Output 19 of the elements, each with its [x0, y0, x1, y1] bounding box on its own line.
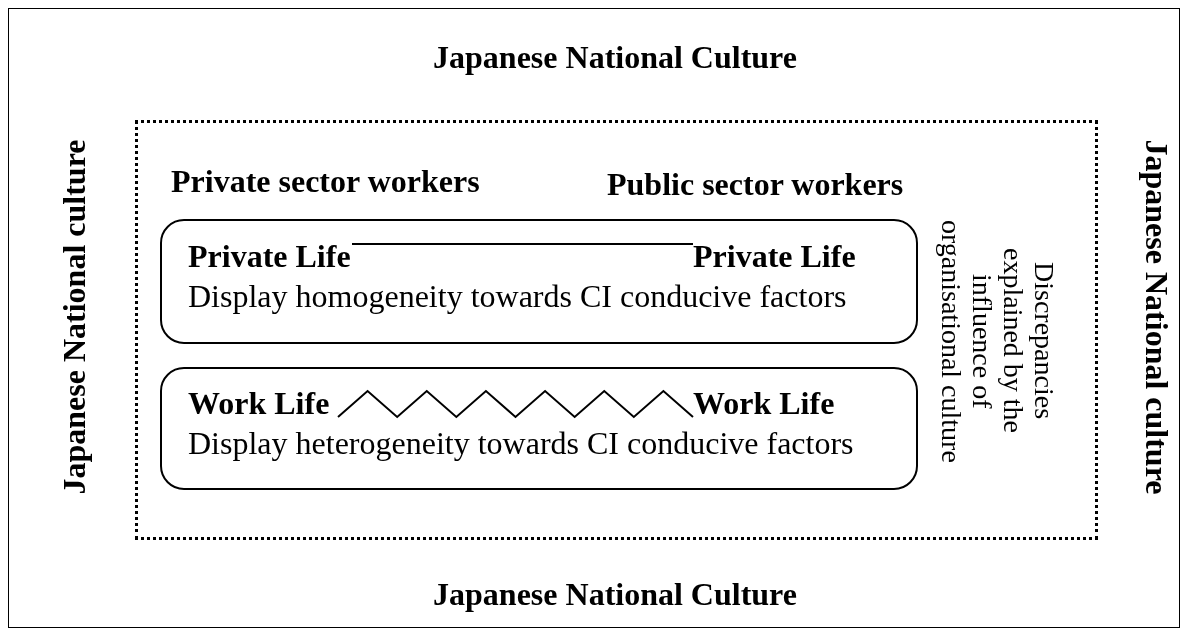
life-label: Private Life: [693, 237, 859, 275]
culture-label: Japanese National Culture: [433, 38, 797, 77]
zigzag-line: [337, 389, 694, 419]
dotted-frame: [135, 120, 1098, 540]
culture-label: Japanese National Culture: [433, 575, 797, 614]
rounded-box: [160, 219, 918, 344]
outer-frame: [8, 8, 1180, 628]
culture-label: Japanese National culture: [55, 139, 93, 495]
rounded-box: [160, 367, 918, 490]
life-label: Private Life: [188, 237, 352, 275]
culture-label: Japanese National culture: [1138, 139, 1176, 495]
note-text: Discrepancies explained by the influence of organisational culture: [936, 218, 1060, 465]
group-heading: Public sector workers: [607, 165, 904, 204]
connector-line: [351, 243, 694, 245]
life-label: Work Life: [693, 384, 843, 422]
life-label: Work Life: [188, 384, 338, 422]
description-text: Display homogeneity towards CI conducive factors: [188, 277, 847, 316]
group-heading: Private sector workers: [171, 162, 480, 201]
description-text: Display heterogeneity towards CI conducive factors: [188, 424, 854, 463]
